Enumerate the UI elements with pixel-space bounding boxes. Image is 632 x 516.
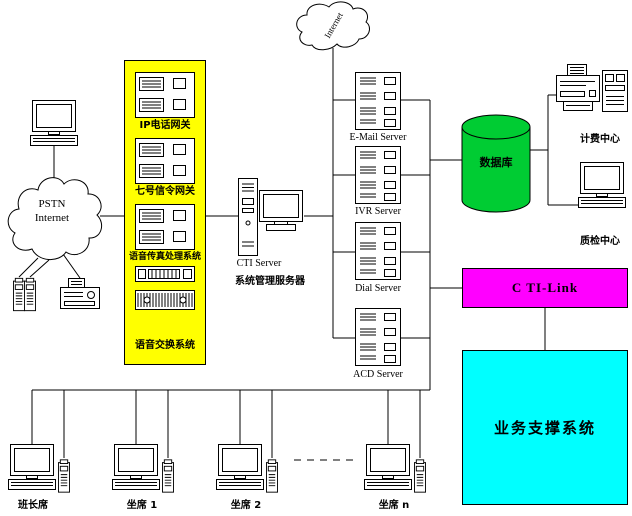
voice-switch-system-box	[124, 60, 206, 365]
ip-gateway-label: IP电话网关	[139, 120, 191, 131]
ivr-server-label: IVR Server	[355, 206, 401, 217]
agent1-pc-icon	[112, 444, 160, 490]
ss7-gateway-label: 七号信令网关	[135, 186, 195, 197]
system-mgmt-server-label: 系统管理服务器	[235, 276, 305, 287]
agent-seat-1-label: 坐席 1	[126, 500, 158, 511]
agentn-pc-icon	[364, 444, 412, 490]
billing-center-label: 计费中心	[580, 134, 620, 145]
acd-server-icon	[355, 308, 401, 366]
printer-icon	[556, 64, 600, 111]
email-server-label: E-Mail Server	[349, 132, 407, 143]
voice-fax-label: 语音传真处理系统	[128, 252, 201, 262]
supervisor-seat-label: 班长席	[18, 500, 48, 511]
business-support-label: 业务支撑系统	[493, 419, 596, 437]
cti-monitor-icon	[259, 190, 303, 231]
database-cylinder-rim	[461, 126, 531, 140]
email-server-icon	[355, 72, 401, 130]
qa-center-label: 质检中心	[580, 236, 620, 247]
fax-machine-icon	[60, 278, 100, 309]
business-support-box: 业务支撑系统	[462, 350, 628, 505]
db-and-ctilink-stubs	[430, 159, 462, 289]
agent2-phone-icon	[266, 459, 278, 493]
pstn-to-phones-lines	[18, 253, 81, 279]
internet-cloud-label: Internet	[322, 10, 345, 40]
cti-link-label: C TI-Link	[511, 280, 579, 295]
agent-drop-lines	[31, 390, 421, 458]
pstn-label-line2: Internet	[34, 212, 70, 224]
agent-seat-n-label: 坐席 n	[378, 500, 410, 511]
voice-switch-system-label: 语音交换系统	[135, 340, 195, 351]
qa-workstation-icon	[578, 162, 626, 208]
ivr-server-icon	[355, 146, 401, 204]
dial-server-label: Dial Server	[355, 283, 401, 294]
cti-link-box: C TI-Link	[462, 268, 628, 308]
agent2-pc-icon	[216, 444, 264, 490]
supervisor-pc-icon	[8, 444, 56, 490]
agent1-phone-icon	[162, 459, 174, 493]
agent-seat-2-label: 坐席 2	[230, 500, 262, 511]
db-to-centers-lines	[530, 94, 580, 206]
pstn-label-line1: PSTN	[38, 198, 66, 210]
dial-server-icon	[355, 222, 401, 280]
billing-terminal-icon	[602, 70, 628, 112]
acd-server-label: ACD Server	[353, 369, 403, 380]
supervisor-phone-icon	[58, 459, 70, 493]
cti-server-label: CTI Server	[236, 258, 282, 269]
database-label: 数据库	[479, 156, 513, 169]
agentn-phone-icon	[414, 459, 426, 493]
telephone-icon	[24, 277, 36, 312]
cti-tower-icon	[238, 178, 258, 256]
client-pc-icon	[30, 100, 78, 146]
telephone-icon	[13, 277, 25, 312]
